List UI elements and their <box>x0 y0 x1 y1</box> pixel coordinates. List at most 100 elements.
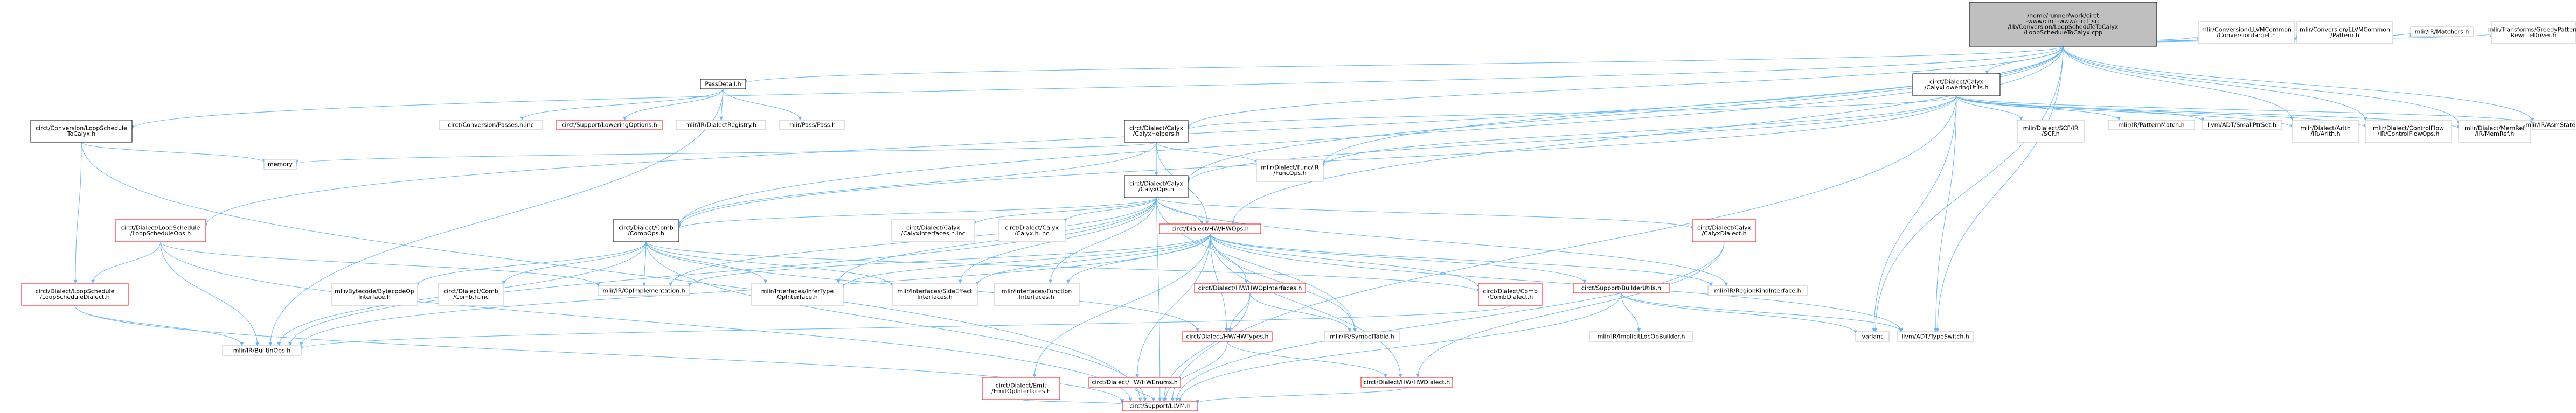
node-calyx_dialect[interactable]: circt/Dialect/Calyx/CalyxDialect.h <box>1692 219 1756 242</box>
node-label-line: circt/Dialect/Comb <box>1483 288 1538 295</box>
node-patternmatch[interactable]: mlir/IR/PatternMatch.h <box>2108 120 2195 130</box>
node-label-line: /home/runner/work/circt <box>2027 12 2099 19</box>
node-calyx_ops[interactable]: circt/Dialect/Calyx/CalyxOps.h <box>1124 175 1189 198</box>
node-op_impl[interactable]: mlir/IR/OpImplementation.h <box>598 285 690 296</box>
node-label-line: mlir/Conversion/LLVMCommon <box>2201 26 2292 33</box>
node-label-line: mlir/IR/BuiltinOps.h <box>233 347 290 354</box>
node-box <box>2491 21 2576 44</box>
node-support_lowering[interactable]: circt/Support/LoweringOptions.h <box>556 120 663 130</box>
edge-root-to-calyx_lowering <box>1985 46 2064 74</box>
node-label-line: mlir/IR/PatternMatch.h <box>2118 121 2184 128</box>
node-arith[interactable]: mlir/Dialect/Arith/IR/Arith.h <box>2292 120 2359 143</box>
edge-emit_if-to-support_llvm <box>1020 399 1124 405</box>
node-builtin_ops[interactable]: mlir/IR/BuiltinOps.h <box>222 345 302 356</box>
node-box <box>2202 120 2282 130</box>
node-emit_if[interactable]: circt/Dialect/Emit/EmitOpInterfaces.h <box>982 377 1060 400</box>
node-calyx_iface[interactable]: circt/Dialect/Calyx/CalyxInterfaces.h.in… <box>891 219 975 242</box>
node-box <box>1969 2 2157 47</box>
node-label-line: circt/Dialect/HW/HWOps.h <box>1171 225 1248 232</box>
node-box <box>2365 120 2452 143</box>
node-box <box>331 283 418 306</box>
edge-comb_ops-to-sideeffect <box>645 241 894 287</box>
edge-root-to-passdetail <box>744 46 2064 84</box>
node-box <box>2017 120 2085 143</box>
node-label-line: /LoopScheduleOps.h <box>130 230 191 237</box>
edge-hw_dialect-to-support_llvm <box>1196 387 1407 404</box>
node-passdetail[interactable]: PassDetail.h <box>700 79 746 89</box>
node-label-line: circt/Support/BuilderUtils.h <box>1581 284 1661 291</box>
node-box <box>892 283 978 306</box>
node-label-line: llvm/ADT/TypeSwitch.h <box>1901 333 1969 340</box>
node-label-line: circt/Dialect/Calyx <box>1129 125 1184 132</box>
edge-calyx_helpers-to-func_ops <box>1156 142 1259 164</box>
node-ls_ops[interactable]: circt/Dialect/LoopSchedule/LoopScheduleO… <box>115 219 206 242</box>
node-conv_passes[interactable]: circt/Conversion/Passes.h.inc <box>439 120 543 130</box>
node-label-line: circt/Conversion/LoopSchedule <box>36 125 127 132</box>
node-memref[interactable]: mlir/Dialect/MemRef/IR/MemRef.h <box>2458 120 2531 143</box>
node-conv_lstc[interactable]: circt/Conversion/LoopScheduleToCalyx.h <box>30 120 133 143</box>
node-hw_dialect[interactable]: circt/Dialect/HW/HWDialect.h <box>1360 377 1453 388</box>
node-comb_dialect[interactable]: circt/Dialect/Comb/CombDialect.h <box>1478 283 1543 306</box>
edge-ls_dialect-to-builtin_ops <box>74 305 244 346</box>
edge-root-to-asmstate <box>2063 46 2535 122</box>
node-label-line: circt/Dialect/Calyx <box>1697 225 1752 232</box>
node-smallptrset[interactable]: llvm/ADT/SmallPtrSet.h <box>2202 120 2282 130</box>
node-label-line: circt/Dialect/HW/HWTypes.h <box>1186 333 1268 340</box>
node-calyx_h_inc[interactable]: circt/Dialect/Calyx/Calyx.h.inc <box>998 219 1066 242</box>
node-memory[interactable]: memory <box>263 159 297 170</box>
node-ls_dialect[interactable]: circt/Dialect/LoopSchedule/LoopScheduleD… <box>21 283 129 306</box>
edge-passdetail-to-builtin_ops <box>268 88 724 346</box>
node-conv_llvmpattern[interactable]: mlir/Conversion/LLVMCommon/Pattern.h <box>2296 21 2393 44</box>
node-hw_enums[interactable]: circt/Dialect/HW/HWEnums.h <box>1088 377 1181 388</box>
node-conv_llvmtarget[interactable]: mlir/Conversion/LLVMCommon/ConversionTar… <box>2198 21 2295 44</box>
node-calyx_lowering[interactable]: circt/Dialect/Calyx/CalyxLoweringUtils.h <box>1912 73 2001 96</box>
node-label-line: Interfaces.h <box>917 293 952 300</box>
node-hw_ops[interactable]: circt/Dialect/HW/HWOps.h <box>1159 223 1261 234</box>
node-label-line: /SCF.h <box>2042 130 2059 137</box>
node-matchers[interactable]: mlir/IR/Matchers.h <box>2410 26 2474 37</box>
node-func_ops[interactable]: mlir/Dialect/Func/IR/FuncOps.h <box>1256 159 1324 182</box>
node-builder_utils[interactable]: circt/Support/BuilderUtils.h <box>1573 283 1670 293</box>
node-ir_registry[interactable]: mlir/IR/DialectRegistry.h <box>676 120 766 130</box>
edge-root-to-arith <box>2063 46 2294 121</box>
node-box <box>891 219 975 242</box>
node-controlflow[interactable]: mlir/Dialect/ControlFlow/IR/ControlFlowO… <box>2365 120 2452 143</box>
node-pass[interactable]: mlir/Pass/Pass.h <box>779 120 845 130</box>
node-box <box>438 283 504 306</box>
node-comb_h_inc[interactable]: circt/Dialect/Comb/Comb.h.inc <box>438 283 504 306</box>
node-asmstate[interactable]: mlir/IR/AsmState.h <box>2525 120 2576 130</box>
node-comb_ops[interactable]: circt/Dialect/Comb/CombOps.h <box>613 219 679 242</box>
node-root[interactable]: /home/runner/work/circt-www/circt-www/ci… <box>1969 2 2157 47</box>
node-symboltable[interactable]: mlir/IR/SymbolTable.h <box>1324 331 1400 342</box>
node-label-line: mlir/Pass/Pass.h <box>788 121 836 128</box>
node-greedy[interactable]: mlir/Transforms/GreedyPatternRewriteDriv… <box>2488 21 2576 44</box>
node-label-line: circt/Dialect/Emit <box>996 382 1047 389</box>
node-implicitloc[interactable]: mlir/IR/ImplicitLocOpBuilder.h <box>1589 331 1693 342</box>
node-box <box>2532 120 2575 130</box>
edge-hw_enums-to-support_llvm <box>1134 387 1156 402</box>
node-label-line: mlir/IR/RegionKindInterface.h <box>1714 287 1801 294</box>
node-hw_opinterfaces[interactable]: circt/Dialect/HW/HWOpInterfaces.h <box>1194 283 1306 293</box>
node-box <box>1360 377 1453 388</box>
node-calyx_helpers[interactable]: circt/Dialect/Calyx/CalyxHelpers.h <box>1124 120 1189 143</box>
node-variant[interactable]: variant <box>1855 331 1890 342</box>
node-label-line: Interface.h <box>358 293 391 300</box>
node-label-line: mlir/Dialect/Arith <box>2300 125 2351 132</box>
node-label-line: /ConversionTarget.h <box>2217 32 2276 39</box>
node-box <box>21 283 129 306</box>
node-regionkind[interactable]: mlir/IR/RegionKindInterface.h <box>1707 285 1808 296</box>
node-scf[interactable]: mlir/Dialect/SCF/IR/SCF.h <box>2017 120 2085 143</box>
node-typeswitch[interactable]: llvm/ADT/TypeSwitch.h <box>1897 331 1974 342</box>
node-hw_types[interactable]: circt/Dialect/HW/HWTypes.h <box>1182 331 1273 342</box>
node-label-line: mlir/Interfaces/SideEffect <box>897 288 973 295</box>
node-support_llvm[interactable]: circt/Support/LLVM.h <box>1122 401 1198 411</box>
node-label-line: /Comb.h.inc <box>453 293 489 300</box>
edge-calyx_ops-to-symboltable <box>1156 197 1357 332</box>
node-label-line: /IR/Arith.h <box>2310 130 2340 137</box>
edge-calyx_helpers-to-comb_ops <box>677 142 1157 226</box>
